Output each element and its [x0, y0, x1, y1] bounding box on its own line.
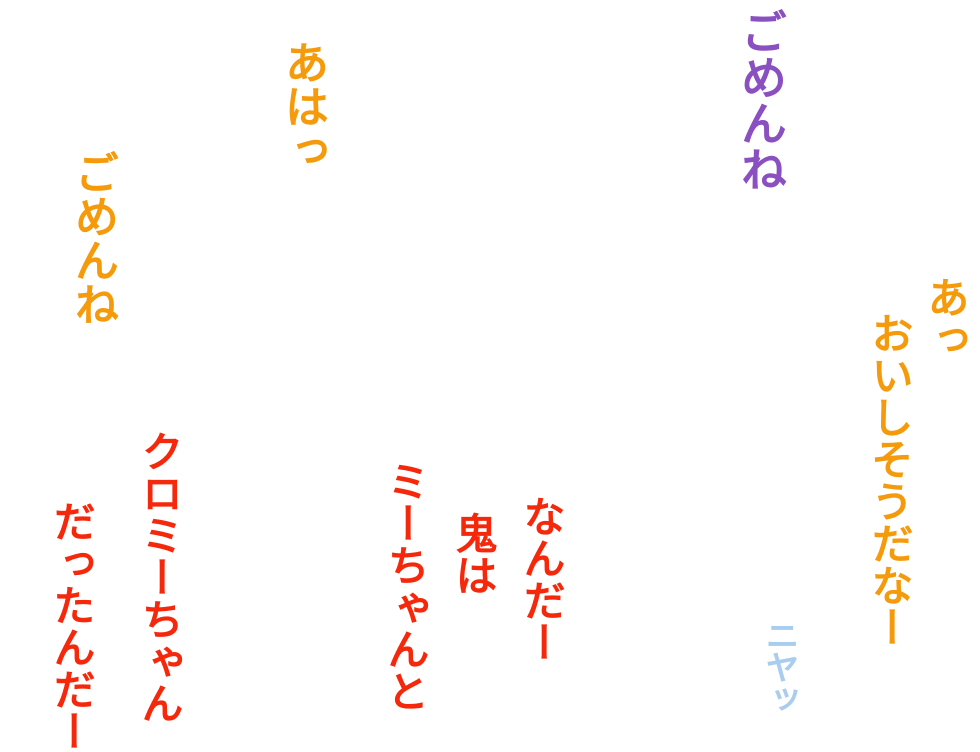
- speech-text-gomenne-purple: ごめんね: [734, 8, 788, 192]
- speech-text-kuromii-chan: クロミーちゃん: [135, 430, 184, 724]
- speech-text-oishisoudanaa: おいしそうだなー: [865, 312, 914, 648]
- speech-text-gomenne-orange: ごめんね: [67, 150, 118, 326]
- speech-text-ahatt: あはっ: [277, 40, 328, 172]
- speech-text-nandaa: なんだー: [517, 495, 566, 663]
- speech-text-oni-wa: 鬼は: [449, 512, 498, 596]
- speech-text-mii-chan-to: ミーちゃんと: [381, 460, 430, 712]
- speech-text-niyatt: ニヤッ: [759, 618, 799, 714]
- speech-text-att: あっ: [921, 276, 970, 360]
- speech-text-dattandaa: だったんだー: [47, 500, 96, 752]
